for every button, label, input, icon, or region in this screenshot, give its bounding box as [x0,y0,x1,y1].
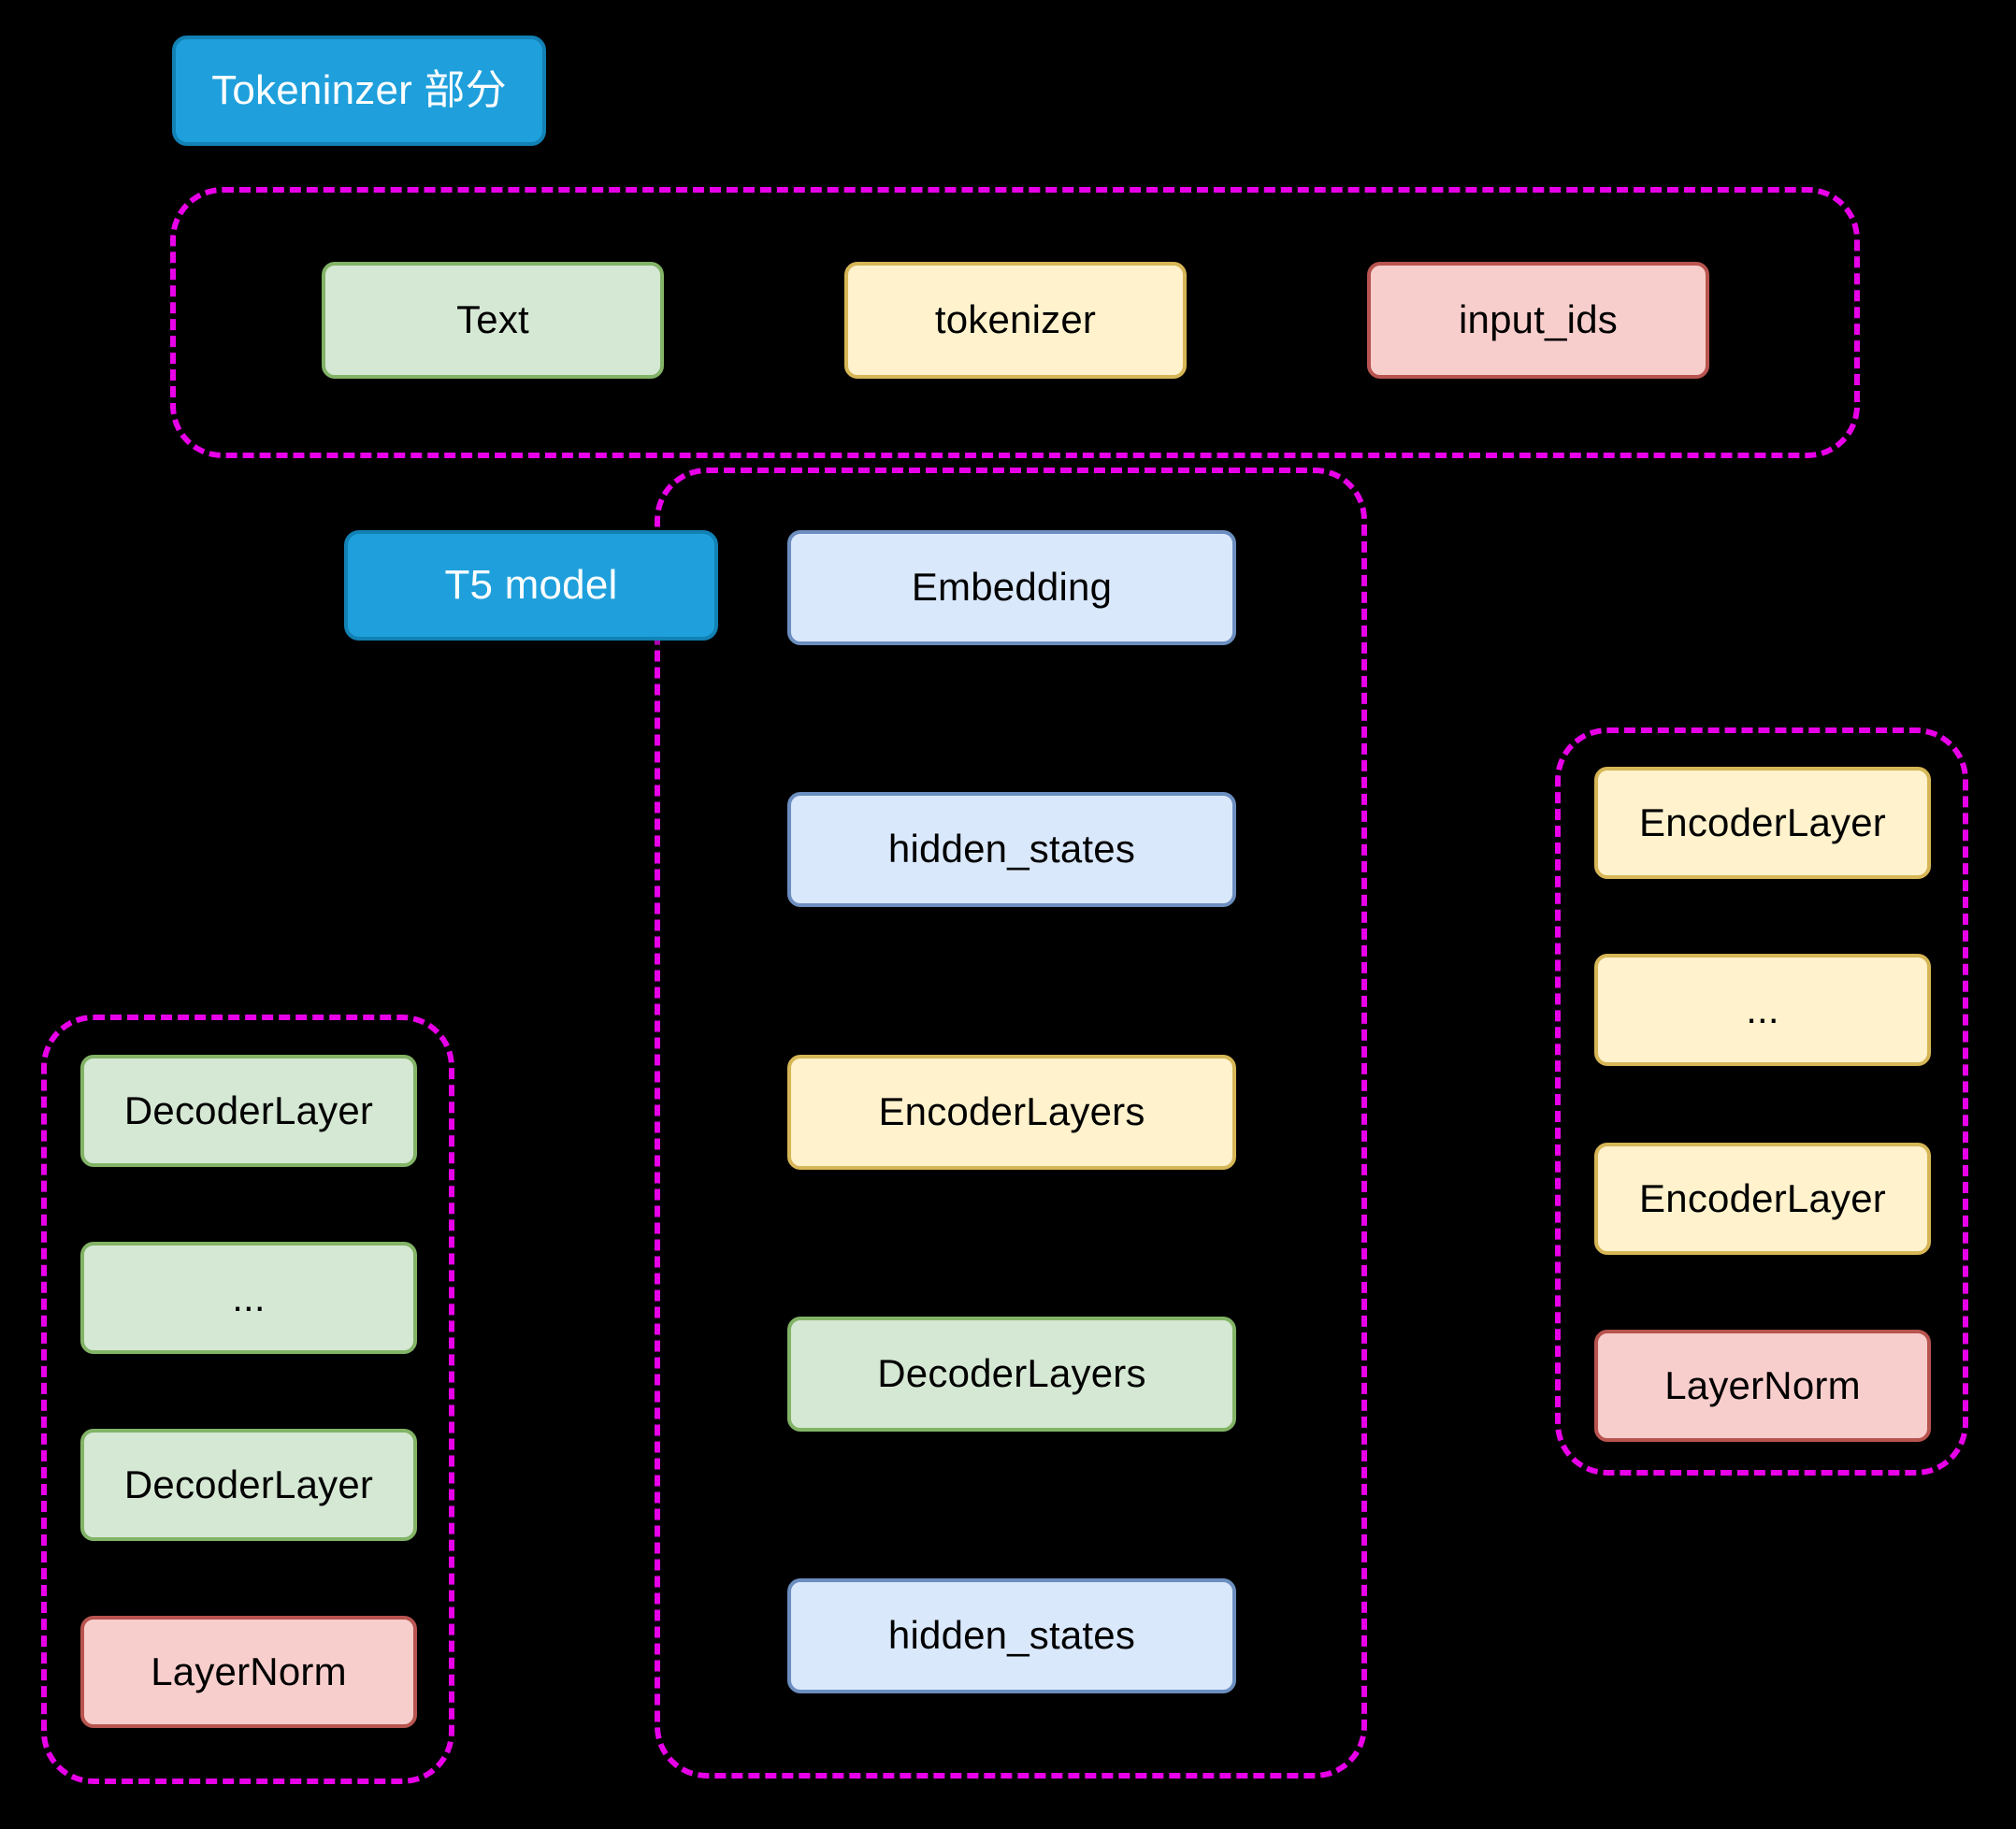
node-hidden-states-output[interactable]: hidden_states [787,1578,1236,1693]
node-encoder-layer-first[interactable]: EncoderLayer [1594,767,1931,879]
node-decoder-layers[interactable]: DecoderLayers [787,1317,1236,1432]
node-encoder-layer-ellipsis[interactable]: ... [1594,954,1931,1066]
node-encoder-layers[interactable]: EncoderLayers [787,1055,1236,1170]
group-encoder-stack [1555,727,1968,1476]
node-hidden-states-encoder-input[interactable]: hidden_states [787,792,1236,907]
title-tokenizer-section: Tokeninzer 部分 [172,36,546,146]
group-tokenizer-section [170,187,1860,458]
node-decoder-layer-ellipsis[interactable]: ... [80,1242,417,1354]
node-decoder-layernorm[interactable]: LayerNorm [80,1616,417,1728]
node-embedding[interactable]: Embedding [787,530,1236,645]
title-t5-model: T5 model [344,530,718,641]
node-encoder-layernorm[interactable]: LayerNorm [1594,1330,1931,1442]
node-input-ids[interactable]: input_ids [1367,262,1709,379]
node-encoder-layer-last[interactable]: EncoderLayer [1594,1143,1931,1255]
node-decoder-layer-first[interactable]: DecoderLayer [80,1055,417,1167]
group-decoder-stack [41,1015,454,1784]
node-tokenizer[interactable]: tokenizer [844,262,1187,379]
node-text[interactable]: Text [322,262,664,379]
group-t5-model [655,468,1367,1779]
node-decoder-layer-last[interactable]: DecoderLayer [80,1429,417,1541]
